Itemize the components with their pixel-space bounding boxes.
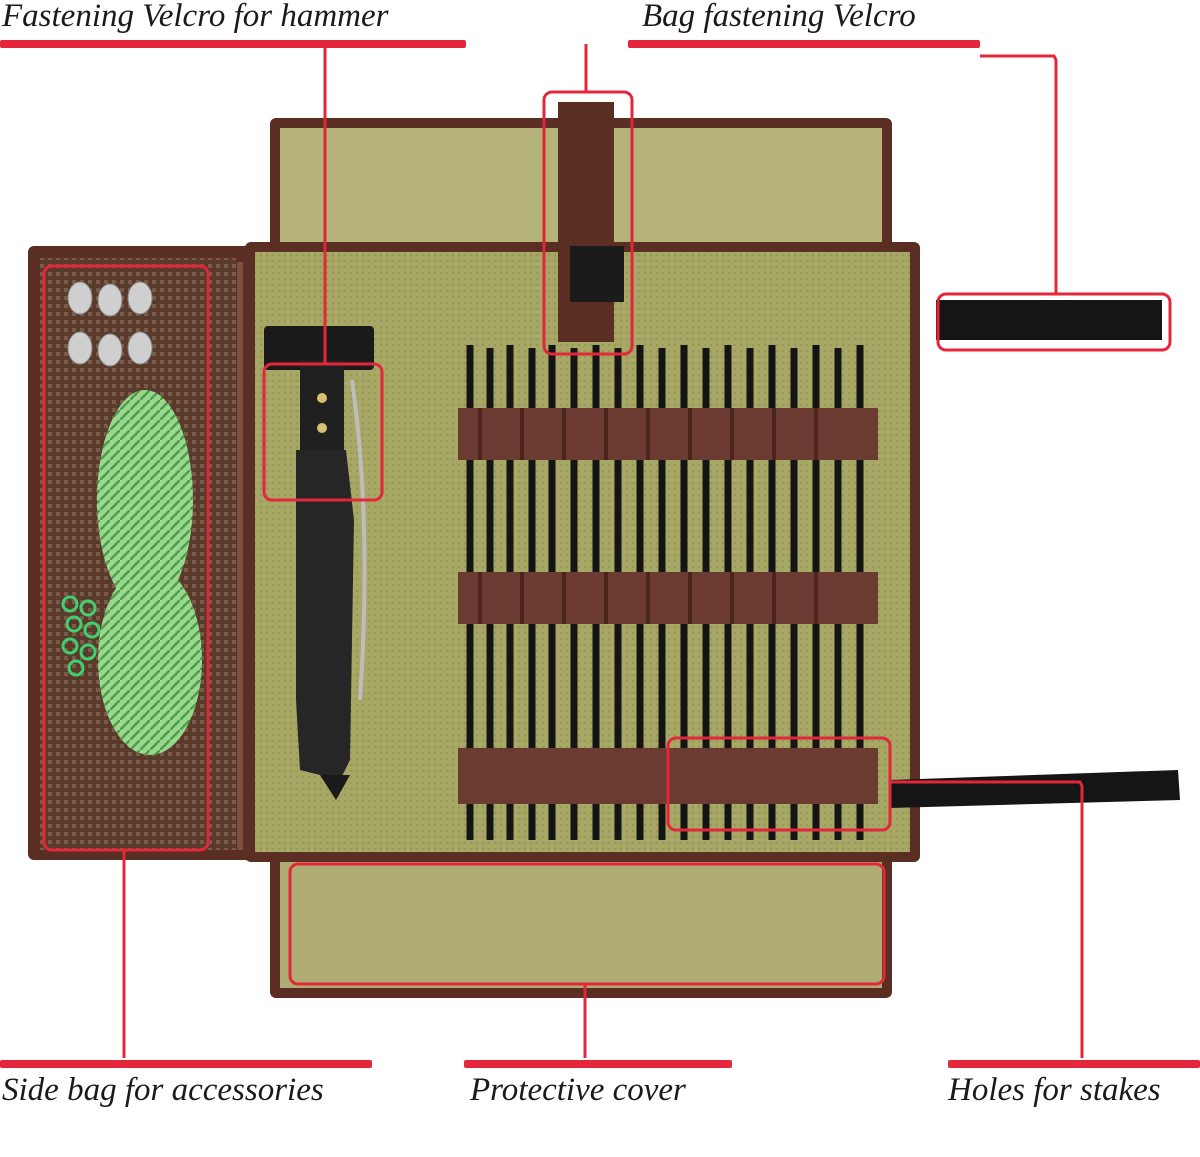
protective-cover-flap — [270, 848, 892, 998]
callout-hammer-velcro: Fastening Velcro for hammer — [2, 0, 389, 34]
callout-underline — [628, 40, 980, 48]
callout-highlights — [42, 44, 1172, 1058]
callout-underline — [0, 1060, 372, 1068]
callout-protective-cover: Protective cover — [470, 1072, 686, 1108]
hammer-icon — [264, 326, 374, 800]
callout-underline — [948, 1060, 1200, 1068]
bag-fastening-strap — [558, 102, 624, 342]
callout-stake-holes: Holes for stakes — [948, 1072, 1161, 1108]
callout-underline — [0, 40, 466, 48]
rope-tensioner-icon — [67, 281, 153, 367]
side-mesh-bag — [28, 246, 252, 860]
rope-coil-icon — [97, 390, 202, 755]
velcro-strap-right — [936, 300, 1162, 340]
callout-side-bag: Side bag for accessories — [2, 1072, 324, 1108]
velcro-strap-lower-right — [890, 770, 1180, 808]
callout-bag-velcro: Bag fastening Velcro — [642, 0, 916, 34]
tent-stake-icon — [458, 345, 878, 840]
callout-underline — [464, 1060, 732, 1068]
o-ring-icon — [61, 595, 101, 677]
